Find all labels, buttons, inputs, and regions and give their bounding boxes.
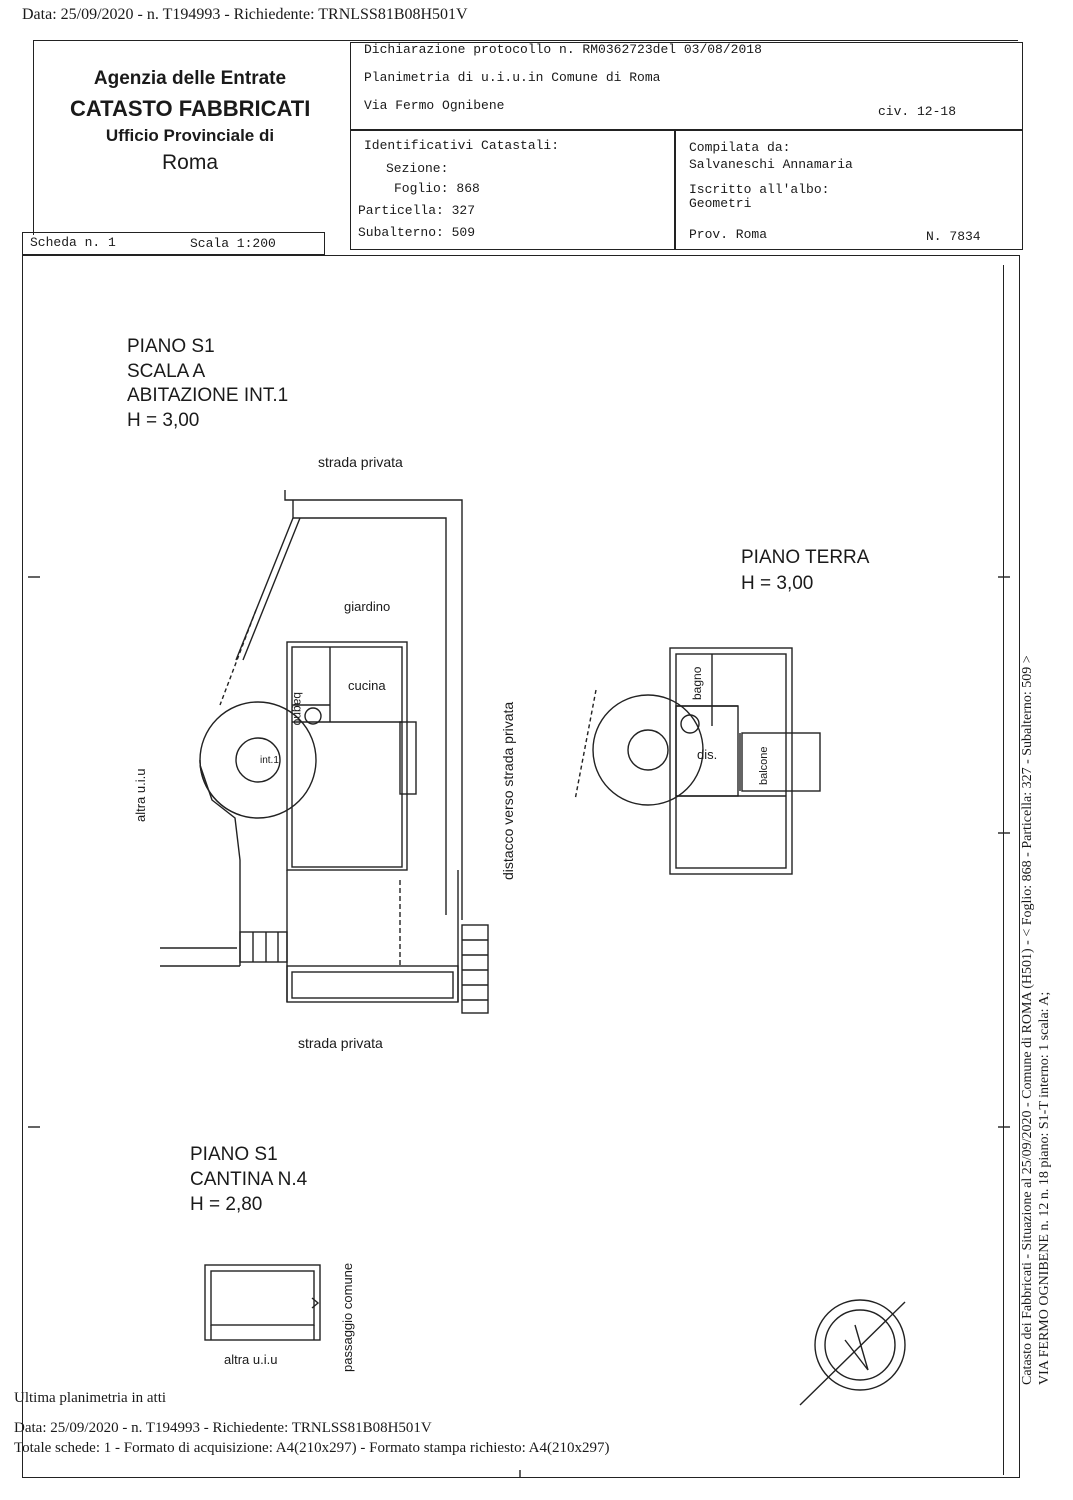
frame-left-line [33, 40, 34, 235]
footer-ultima: Ultima planimetria in atti [14, 1390, 167, 1406]
piano-terra-plan [574, 647, 821, 875]
cantina-altra-uiu: altra u.i.u [224, 1352, 278, 1367]
passaggio-comune-label: passaggio comune [340, 1262, 355, 1372]
int1-label: int.1 [260, 755, 279, 766]
scheda-box [22, 232, 325, 255]
balcone-label: balcone [758, 746, 770, 785]
piano-s1-abitazione: ABITAZIONE INT.1 [127, 385, 289, 406]
provincia: Prov. Roma [689, 227, 768, 242]
strada-top-label: strada privata [318, 454, 403, 470]
frame-top-line [33, 40, 1018, 41]
cantina-height: H = 2,80 [190, 1194, 263, 1215]
piano-s1-scala: SCALA A [127, 361, 206, 382]
agency-city: Roma [161, 151, 219, 174]
piano-s1-abitazione-plan [160, 490, 489, 1014]
cantina-number: CANTINA N.4 [190, 1169, 308, 1190]
dis-label: dis. [697, 747, 718, 762]
identificativi-box [350, 130, 675, 250]
footer-totale: Totale schede: 1 - Formato di acquisizio… [14, 1440, 610, 1456]
iscritto-label: Iscritto all'albo: [689, 182, 830, 197]
planimetria-line: Planimetria di u.i.u.in Comune di Roma [364, 70, 661, 85]
via-line: Via Fermo Ognibene [364, 98, 505, 113]
cucina-label: cucina [348, 678, 386, 693]
scheda-scale: Scala 1:200 [190, 236, 276, 251]
compilata-title: Compilata da: [689, 140, 791, 155]
piano-s1-title: PIANO S1 [127, 336, 215, 357]
header-box [350, 42, 1023, 130]
compilata-box [675, 130, 1023, 250]
scheda-number: Scheda n. 1 [30, 235, 116, 250]
frame-tick-marks [28, 576, 1010, 1478]
civico: civ. 12-18 [878, 104, 957, 119]
side-address-text: VIA FERMO OGNIBENE n. 12 n. 18 piano: S1… [1037, 991, 1052, 1385]
inner-frame-right [1003, 265, 1004, 1475]
piano-terra-height: H = 3,00 [741, 573, 814, 594]
bagno-pt-label: bagno [690, 666, 704, 700]
albo-number: N. 7834 [926, 229, 981, 244]
bagno-label: bagno [291, 692, 305, 726]
piano-s1-height: H = 3,00 [127, 410, 200, 431]
footer-data: Data: 25/09/2020 - n. T194993 - Richiede… [14, 1420, 432, 1436]
distacco-label: distacco verso strada privata [500, 701, 516, 880]
drawing-frame [22, 255, 1020, 1478]
side-situazione-text: Catasto dei Fabbricati - Situazione al 2… [1020, 655, 1035, 1385]
giardino-label: giardino [344, 599, 391, 614]
identificativi-title: Identificativi Catastali: [364, 138, 560, 153]
cantina-piano: PIANO S1 [190, 1144, 278, 1165]
subalterno-field: Subalterno: 509 [358, 225, 476, 240]
dichiarazione-line: Dichiarazione protocollo n. RM0362723del… [364, 42, 762, 57]
sezione-field: Sezione: [386, 161, 449, 176]
particella-field: Particella: 327 [358, 203, 476, 218]
north-arrow-symbol [799, 1299, 906, 1406]
agency-name: Agenzia delle Entrate [93, 68, 287, 89]
piano-terra-title: PIANO TERRA [741, 547, 870, 568]
agency-catasto: CATASTO FABBRICATI [70, 96, 311, 121]
altra-uiu-label: altra u.i.u [133, 768, 148, 822]
cantina-plan [204, 1264, 321, 1341]
top-request-line: Data: 25/09/2020 - n. T194993 - Richiede… [22, 6, 468, 23]
compilata-name: Salvaneschi Annamaria [689, 157, 853, 172]
albo-value: Geometri [689, 196, 752, 211]
strada-bottom-label: strada privata [298, 1035, 383, 1051]
foglio-field: Foglio: 868 [394, 181, 480, 196]
agency-ufficio: Ufficio Provinciale di [105, 126, 275, 145]
